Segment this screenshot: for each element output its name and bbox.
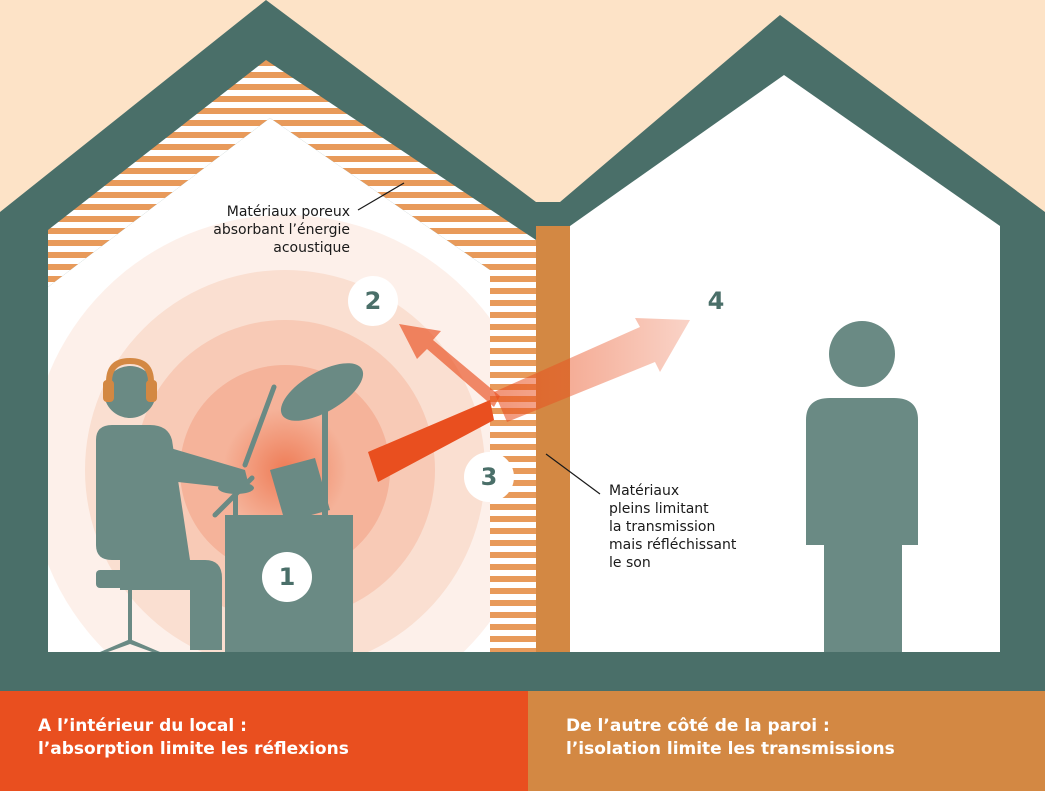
- marker-2: 2: [348, 276, 398, 326]
- drummer-icon: [96, 366, 250, 652]
- marker-1: 1: [262, 552, 312, 602]
- svg-text:la transmission: la transmission: [609, 519, 715, 535]
- svg-text:Matériaux poreux: Matériaux poreux: [227, 204, 350, 220]
- caption-absorption-line2: l’absorption limite les réflexions: [38, 739, 349, 759]
- svg-text:acoustique: acoustique: [273, 240, 350, 256]
- drumstick-left: [242, 384, 277, 468]
- svg-text:Matériaux: Matériaux: [609, 483, 679, 499]
- porous-material-ceiling: [48, 60, 536, 652]
- solid-material-label: Matériaux pleins limitant la transmissio…: [609, 483, 737, 571]
- drumstick-right: [212, 475, 255, 518]
- svg-text:mais réfléchissant: mais réfléchissant: [609, 537, 737, 553]
- svg-text:4: 4: [708, 287, 725, 315]
- caption-insulation-line1: De l’autre côté de la paroi :: [566, 716, 830, 736]
- solid-leader-line: [545, 453, 601, 495]
- caption-absorption-line1: A l’intérieur du local :: [38, 716, 247, 736]
- caption-insulation: De l’autre côté de la paroi : l’isolatio…: [528, 691, 1045, 791]
- porous-leader-line: [357, 182, 405, 211]
- svg-text:absorbant l’énergie: absorbant l’énergie: [213, 222, 350, 238]
- transmission-arrow: [494, 318, 690, 422]
- svg-text:le son: le son: [609, 555, 651, 571]
- headphones-icon: [103, 358, 157, 402]
- svg-text:1: 1: [279, 563, 296, 591]
- svg-text:pleins limitant: pleins limitant: [609, 501, 709, 517]
- incident-sound-beam: [368, 400, 494, 482]
- reflection-arrow: [399, 324, 500, 407]
- caption-absorption: A l’intérieur du local : l’absorption li…: [0, 691, 528, 791]
- listener-person-icon: [806, 321, 918, 652]
- svg-text:3: 3: [481, 463, 498, 491]
- caption-insulation-line2: l’isolation limite les transmissions: [566, 739, 895, 759]
- marker-3: 3: [464, 452, 514, 502]
- marker-4: 4: [692, 277, 740, 325]
- solid-wall: [536, 226, 570, 652]
- svg-text:2: 2: [365, 287, 382, 315]
- porous-material-label: Matériaux poreux absorbant l’énergie aco…: [213, 204, 350, 256]
